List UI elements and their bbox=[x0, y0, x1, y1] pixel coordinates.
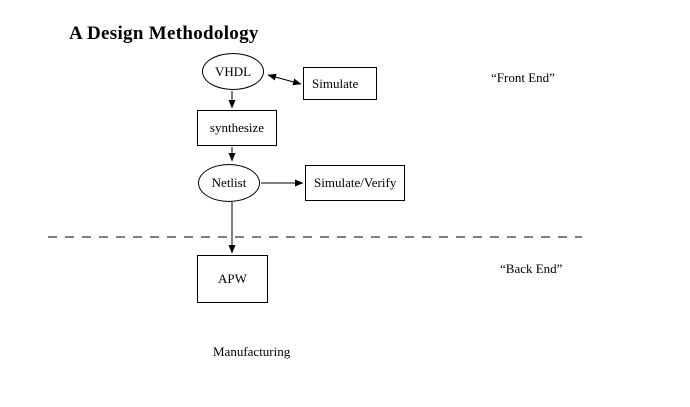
node-simulate-label: Simulate bbox=[312, 75, 359, 91]
node-netlist: Netlist bbox=[198, 164, 260, 202]
node-netlist-label: Netlist bbox=[211, 175, 247, 190]
node-simulate: Simulate bbox=[303, 67, 377, 100]
node-vhdl: VHDL bbox=[202, 53, 264, 90]
front-end-annotation: “Front End” bbox=[491, 70, 555, 85]
node-simulate-verify-label: Simulate/Verify bbox=[314, 175, 397, 190]
manufacturing-annotation: Manufacturing bbox=[213, 344, 291, 359]
diagram-title: A Design Methodology bbox=[69, 23, 259, 44]
back-end-annotation: “Back End” bbox=[500, 261, 563, 276]
arrow-vhdl-simulate-bidirectional bbox=[267, 73, 302, 86]
node-apw: APW bbox=[197, 255, 268, 303]
node-vhdl-label: VHDL bbox=[214, 63, 252, 79]
node-apw-label: APW bbox=[218, 271, 247, 286]
node-synthesize-label: synthesize bbox=[209, 120, 265, 135]
node-synthesize: synthesize bbox=[197, 110, 277, 146]
node-simulate-verify: Simulate/Verify bbox=[305, 165, 405, 201]
